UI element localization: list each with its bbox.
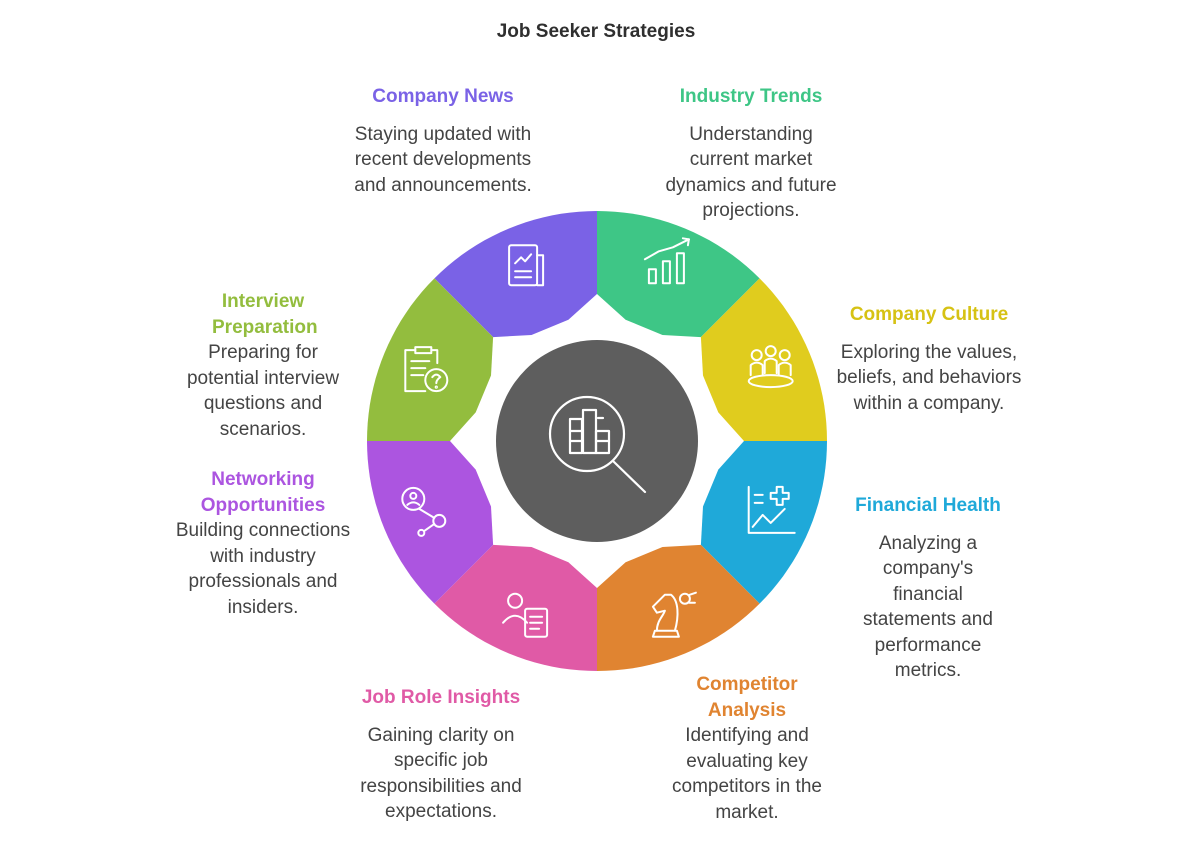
segment-description: Identifying and evaluating key competito… <box>672 725 822 823</box>
people-group-icon <box>747 345 794 389</box>
segment-title: Job Role Insights <box>361 687 521 708</box>
segment-description: Analyzing a company's financial statemen… <box>863 532 993 682</box>
label-networking-opportunities: Networking Opportunities Building connec… <box>172 467 354 620</box>
label-industry-trends: Industry Trends Understanding current ma… <box>660 84 842 224</box>
segment-interview-preparation <box>367 278 494 441</box>
network-person-icon <box>401 486 447 537</box>
growth-chart-icon <box>643 237 690 285</box>
segment-networking-opportunities <box>367 441 494 604</box>
segment-description: Exploring the values, beliefs, and behav… <box>836 341 1022 414</box>
label-competitor-analysis: Competitor Analysis Identifying and eval… <box>656 672 838 825</box>
newspaper-icon <box>508 244 545 287</box>
segment-title: Industry Trends <box>679 86 823 107</box>
segment-industry-trends <box>597 211 760 338</box>
segment-title: Company News <box>372 86 514 107</box>
segment-company-culture <box>700 278 827 441</box>
segment-competitor-analysis <box>597 544 760 671</box>
segment-description: Preparing for potential interview questi… <box>186 342 340 440</box>
segment-description: Building connections with industry profe… <box>175 520 351 618</box>
financial-chart-icon <box>747 485 796 534</box>
segment-description: Gaining clarity on specific job responsi… <box>360 724 522 823</box>
diagram-title: Job Seeker Strategies <box>496 21 696 42</box>
segment-title: Company Culture <box>849 304 1009 325</box>
label-company-culture: Company Culture Exploring the values, be… <box>834 302 1024 416</box>
label-financial-health: Financial Health Analyzing a company's f… <box>838 493 1018 684</box>
segment-company-news <box>434 211 597 338</box>
segment-title: Competitor Analysis <box>696 674 798 721</box>
segment-title: Interview Preparation <box>212 291 318 338</box>
chess-knight-icon <box>651 591 697 638</box>
segment-title: Networking Opportunities <box>200 469 326 516</box>
label-company-news: Company News Staying updated with recent… <box>352 84 534 198</box>
segment-description: Understanding current market dynamics an… <box>665 123 837 222</box>
segment-title: Financial Health <box>855 495 1001 516</box>
person-document-icon <box>502 592 549 638</box>
label-interview-preparation: Interview Preparation Preparing for pote… <box>172 289 354 442</box>
clipboard-question-icon <box>404 346 449 393</box>
segment-financial-health <box>700 441 827 604</box>
building-search-icon <box>548 395 647 494</box>
label-job-role-insights: Job Role Insights Gaining clarity on spe… <box>350 685 532 825</box>
segment-description: Staying updated with recent developments… <box>354 123 532 196</box>
